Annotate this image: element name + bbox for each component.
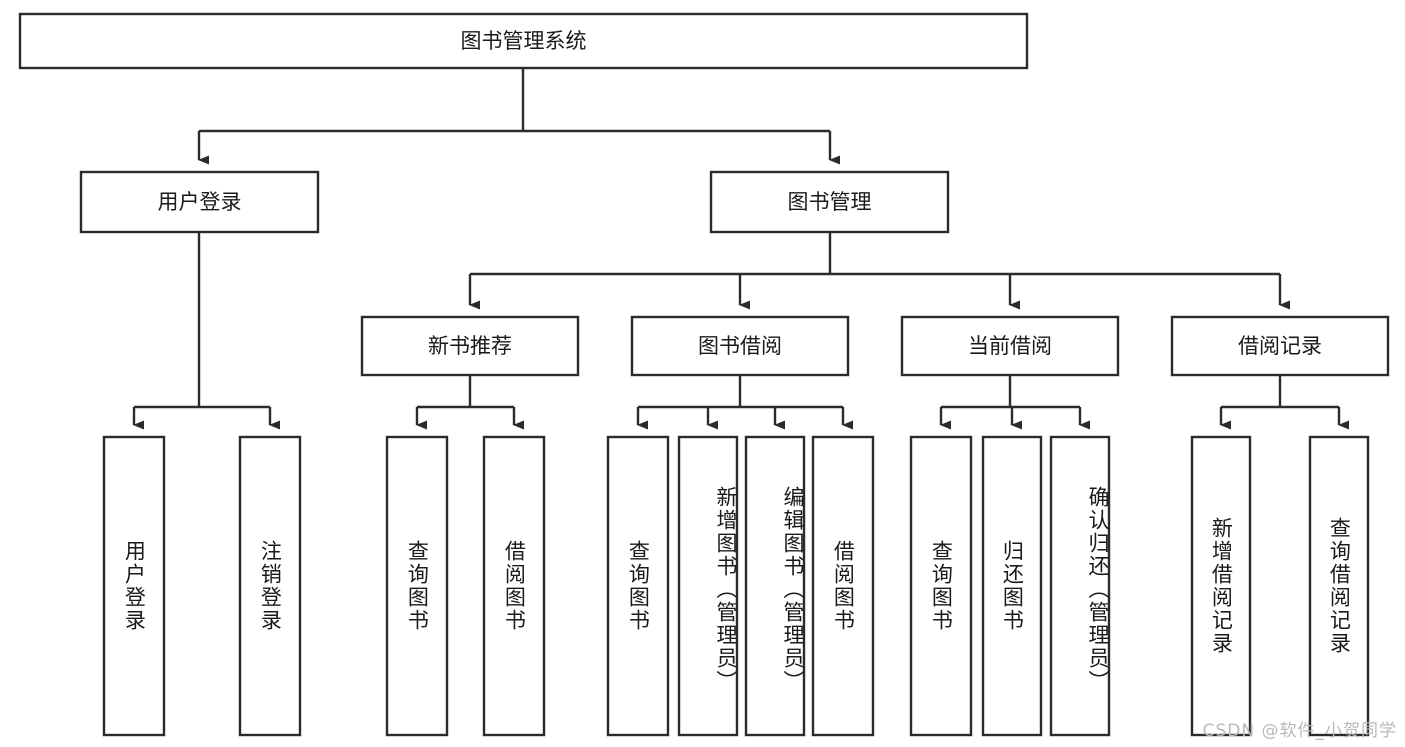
node-level2-1-label: 图书管理 (788, 190, 872, 214)
leaf-node-box-4[interactable] (606, 435, 670, 737)
node-level3-2-label: 当前借阅 (968, 334, 1052, 358)
node-level3-1-box[interactable] (630, 315, 850, 377)
node-level2-0-box[interactable] (79, 170, 320, 234)
leaf-node-box-3[interactable] (482, 435, 546, 737)
node-level3-0-box[interactable] (360, 315, 580, 377)
watermark-text: CSDN @软件_小贺同学 (1202, 721, 1397, 741)
node-root-box[interactable] (18, 12, 1029, 70)
node-level2-0-label: 用户登录 (158, 190, 242, 214)
leaf-node-box-9[interactable] (981, 435, 1043, 737)
node-level3-2-box[interactable] (900, 315, 1120, 377)
node-level3-1-label: 图书借阅 (698, 334, 782, 358)
node-level3-3-label: 借阅记录 (1238, 334, 1322, 358)
leaf-node-box-0[interactable] (102, 435, 166, 737)
leaf-node-box-7[interactable] (811, 435, 875, 737)
leaf-node-box-2[interactable] (385, 435, 449, 737)
leaf-node-box-5[interactable] (677, 435, 739, 737)
leaf-node-box-6[interactable] (744, 435, 806, 737)
leaf-node-box-10[interactable] (1049, 435, 1111, 737)
leaf-node-box-8[interactable] (909, 435, 973, 737)
node-level3-3-box[interactable] (1170, 315, 1390, 377)
node-root-label: 图书管理系统 (461, 29, 587, 53)
node-level2-1-box[interactable] (709, 170, 950, 234)
leaf-node-box-12[interactable] (1308, 435, 1370, 737)
node-group: 图书管理系统 用户登录 图书管理 新书推荐 图书借阅 当前借阅 借阅记录 (18, 12, 1390, 377)
leaf-node-group (102, 435, 1370, 737)
leaf-node-box-1[interactable] (238, 435, 302, 737)
node-level3-0-label: 新书推荐 (428, 334, 512, 358)
connector-group (132, 68, 1349, 430)
leaf-node-box-11[interactable] (1190, 435, 1252, 737)
